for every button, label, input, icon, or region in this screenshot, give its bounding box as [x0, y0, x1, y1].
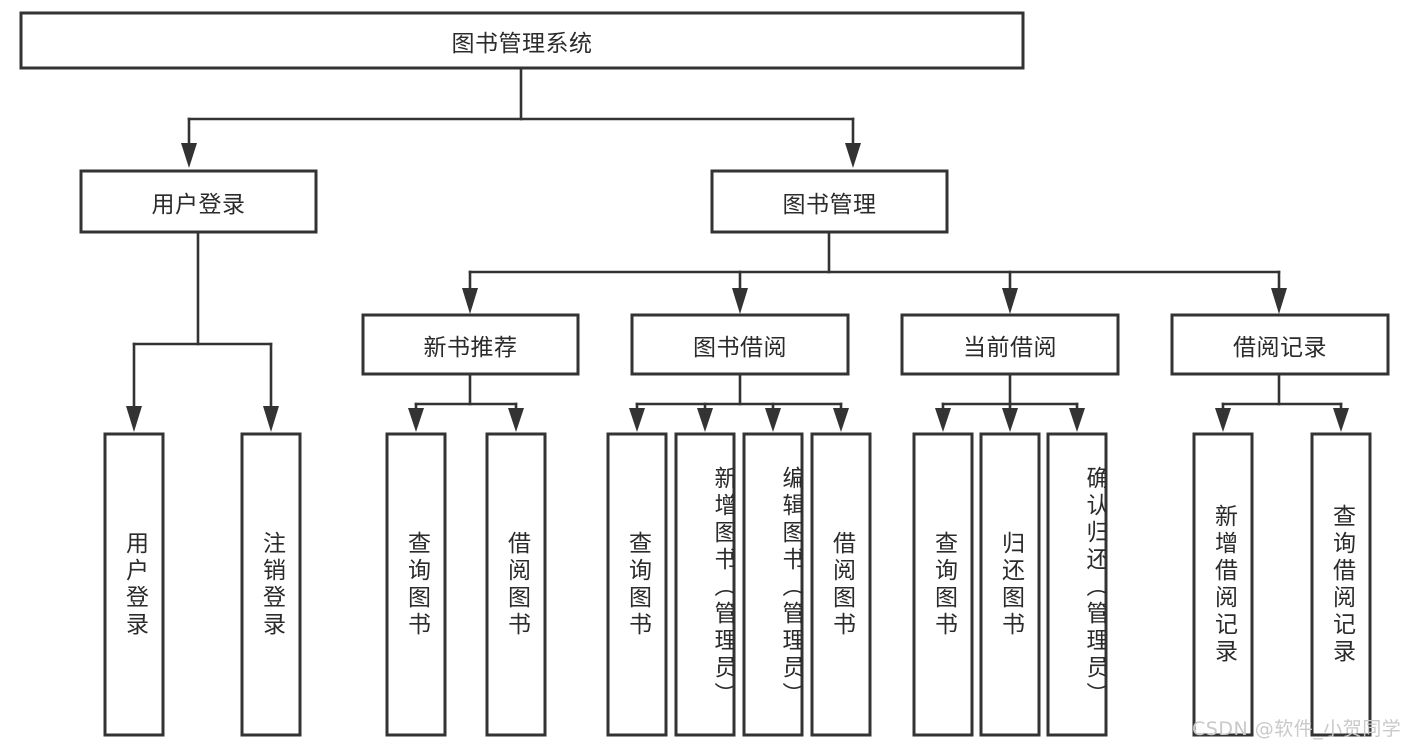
leaf-box-book-borrow-0[interactable] [606, 432, 668, 737]
connector-root-to-level2 [181, 66, 861, 168]
leaf-box-current-borrow-0[interactable] [912, 432, 974, 737]
connector-userlogin-to-leaves [126, 230, 279, 432]
node-box-book-management[interactable] [710, 169, 949, 234]
leaf-box-borrow-record-0[interactable] [1192, 432, 1254, 737]
leaf-box-current-borrow-2[interactable] [1046, 432, 1108, 737]
node-box-new-book-recommend[interactable] [361, 313, 580, 376]
watermark-text: CSDN @软件_小贺同学 [1192, 718, 1402, 740]
leaf-box-borrow-record-1[interactable] [1310, 432, 1372, 737]
node-box-borrow-record[interactable] [1170, 313, 1390, 376]
node-box-book-borrow[interactable] [630, 313, 850, 376]
connector-bookmgmt-to-level3 [462, 230, 1287, 314]
node-box-user-login[interactable] [79, 169, 318, 234]
leaf-box-book-borrow-2[interactable] [742, 432, 804, 737]
leaf-box-book-borrow-1[interactable] [674, 432, 736, 737]
connector-bookborrow-to-leaves [629, 372, 849, 432]
leaf-box-user-login-1[interactable] [240, 432, 302, 737]
leaf-box-new-book-1[interactable] [485, 432, 547, 737]
leaf-box-book-borrow-3[interactable] [810, 432, 872, 737]
node-box-root[interactable] [19, 11, 1025, 70]
leaf-box-current-borrow-1[interactable] [979, 432, 1041, 737]
connector-newbook-to-leaves [408, 372, 524, 432]
node-box-current-borrow[interactable] [900, 313, 1120, 376]
connector-borrowrecord-to-leaves [1215, 372, 1349, 432]
leaf-box-user-login-0[interactable] [103, 432, 165, 737]
connector-currentborrow-to-leaves [935, 372, 1085, 432]
leaf-box-new-book-0[interactable] [385, 432, 447, 737]
